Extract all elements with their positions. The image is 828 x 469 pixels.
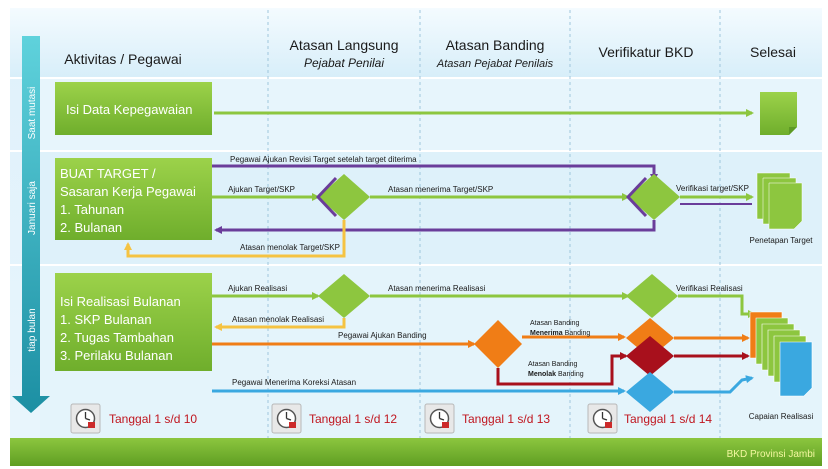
- label-atasan-menolak-target: Atasan menolak Target/SKP: [240, 243, 340, 252]
- decision-banding-ditolak: [626, 336, 674, 376]
- box-buat-target: [55, 158, 212, 240]
- label-banding-menolak-tail: Banding: [556, 371, 584, 378]
- decision-atasan-target-bracket: [315, 176, 338, 218]
- clock-icon: [70, 403, 101, 434]
- label-ajukan-realisasi: Ajukan Realisasi: [228, 284, 287, 293]
- deadline-tanggal-13: Tanggal 1 s/d 13: [462, 412, 550, 426]
- arrow-atasan-menolak-realisasi: [214, 318, 346, 331]
- clock-icon: [587, 403, 618, 434]
- box-buat-target-line1: BUAT TARGET /: [60, 166, 156, 181]
- col-header-aktivitas: Aktivitas / Pegawai: [64, 51, 182, 67]
- document-output-icon: [760, 92, 797, 135]
- header-row: [10, 8, 822, 78]
- label-atasan-menerima-target: Atasan menerima Target/SKP: [388, 185, 493, 194]
- decision-verifikasi-target: [628, 174, 680, 220]
- label-banding-menerima-word: Menerima: [530, 330, 563, 337]
- decision-atasan-realisasi: [318, 274, 370, 318]
- deadline-tanggal-14: Tanggal 1 s/d 14: [624, 412, 712, 426]
- label-banding-menolak-1: Atasan Banding: [528, 361, 578, 368]
- label-pegawai-menerima-koreksi: Pegawai Menerima Koreksi Atasan: [232, 378, 356, 387]
- col-subheader-pejabat-penilai: Pejabat Penilai: [304, 56, 384, 70]
- box-buat-target-line4: 2. Bulanan: [60, 220, 122, 235]
- label-revisi-target: Pegawai Ajukan Revisi Target setelah tar…: [230, 155, 417, 164]
- box-isi-realisasi-line4: 3. Perilaku Bulanan: [60, 348, 173, 363]
- label-ajukan-target: Ajukan Target/SKP: [228, 185, 295, 194]
- col-header-atasan-banding: Atasan Banding: [446, 37, 545, 53]
- col-header-atasan-langsung: Atasan Langsung: [290, 37, 399, 53]
- label-banding-menerima-1: Atasan Banding: [530, 320, 580, 327]
- deadline-tanggal-12: Tanggal 1 s/d 12: [309, 412, 397, 426]
- label-banding-menolak-word: Menolak: [528, 371, 556, 378]
- side-label-januari-saja: Januari saja: [27, 181, 38, 235]
- box-buat-target-line3: 1. Tahunan: [60, 202, 124, 217]
- box-isi-data-kepegawaian: [55, 82, 212, 135]
- box-isi-realisasi-line3: 2. Tugas Tambahan: [60, 330, 174, 345]
- label-verifikasi-target: Verifikasi target/SKP: [676, 184, 749, 193]
- column-dividers: [267, 10, 721, 438]
- decision-verifikasi-target-bracket: [625, 176, 648, 218]
- arrow-koreksi-output: [674, 375, 754, 394]
- label-capaian-realisasi: Capaian Realisasi: [749, 412, 814, 421]
- capaian-realisasi-documents: [749, 311, 813, 397]
- col-header-verifikatur: Verifikatur BKD: [599, 44, 694, 60]
- footer-bar: [10, 438, 822, 466]
- label-penetapan-target: Penetapan Target: [749, 236, 813, 245]
- time-arrow: [12, 36, 50, 413]
- box-buat-target-line2: Sasaran Kerja Pegawai: [60, 184, 196, 199]
- clock-icon: [271, 403, 302, 434]
- col-header-selesai: Selesai: [750, 44, 796, 60]
- col-subheader-atasan-pejabat-penilai: Atasan Pejabat Penilais: [436, 58, 554, 70]
- deadline-tanggal-10: Tanggal 1 s/d 10: [109, 412, 197, 426]
- footer-brand: BKD Provinsi Jambi: [727, 449, 815, 460]
- decision-verifikasi-realisasi: [626, 274, 678, 318]
- label-pegawai-ajukan-banding: Pegawai Ajukan Banding: [338, 331, 427, 340]
- arrow-verifikasi-realisasi: [678, 294, 756, 318]
- document-fold: [789, 127, 797, 135]
- penetapan-target-documents: [756, 172, 803, 230]
- side-label-tiap-bulan: tiap bulan: [27, 308, 38, 351]
- label-banding-menolak-2: Menolak Banding: [528, 371, 584, 378]
- decision-atasan-target: [318, 174, 370, 220]
- decision-atasan-banding: [474, 320, 522, 368]
- label-verifikasi-realisasi: Verifikasi Realisasi: [676, 284, 743, 293]
- box-isi-realisasi: [55, 273, 212, 371]
- arrow-verifikasi-return: [214, 220, 656, 234]
- label-atasan-menolak-realisasi: Atasan menolak Realisasi: [232, 315, 324, 324]
- clock-icon: [424, 403, 455, 434]
- label-atasan-menerima-realisasi: Atasan menerima Realisasi: [388, 284, 486, 293]
- decision-koreksi: [626, 372, 674, 412]
- arrow-atasan-menolak-target: [124, 220, 346, 258]
- box-isi-realisasi-line1: Isi Realisasi Bulanan: [60, 294, 181, 309]
- label-banding-menerima-2: Menerima Banding: [530, 330, 590, 337]
- box-isi-data-kepegawaian-label: Isi Data Kepegawaian: [66, 102, 192, 117]
- box-isi-realisasi-line2: 1. SKP Bulanan: [60, 312, 152, 327]
- arrow-banding-menolak: [496, 352, 628, 386]
- side-label-saat-mutasi: Saat mutasi: [27, 87, 38, 140]
- label-banding-menerima-tail: Banding: [563, 330, 591, 337]
